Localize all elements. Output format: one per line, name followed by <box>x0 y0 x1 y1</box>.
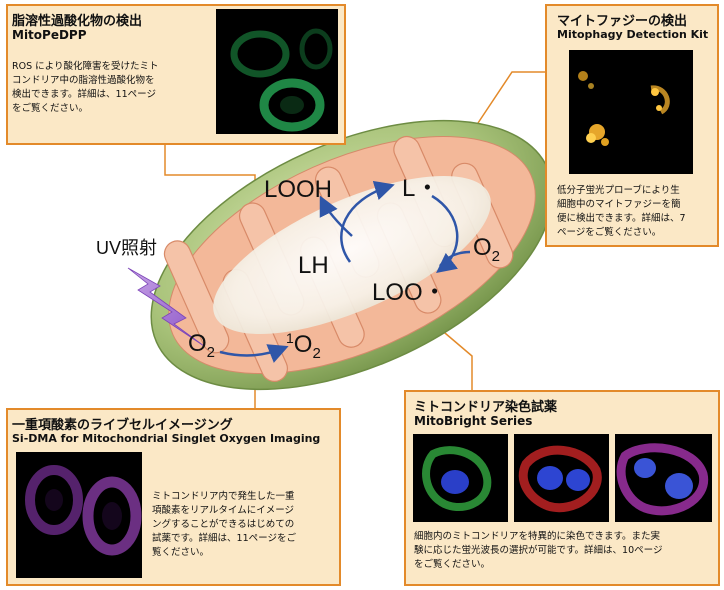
label-l-radical: L・ <box>402 175 440 202</box>
label-loo-radical: LOO・ <box>372 279 447 306</box>
label-looh: LOOH <box>264 176 333 203</box>
mitophagy-subtitle: Mitophagy Detection Kit <box>557 28 709 41</box>
arrow-o2-in <box>439 250 471 267</box>
matrix <box>213 175 491 335</box>
arrow-lh-to-l <box>340 180 395 263</box>
connector-mitophagy <box>477 71 545 124</box>
mitobright-subtitle: MitoBright Series <box>414 414 533 428</box>
lipid-micrograph <box>216 9 338 134</box>
label-o2-left: O2 <box>188 330 216 361</box>
mitobright-title: ミトコンドリア染色試薬 <box>414 400 558 415</box>
connector-mitobright <box>431 321 473 390</box>
uv-lightning-icon <box>127 267 205 347</box>
connector-lipid <box>164 143 256 192</box>
singlet-subtitle: Si-DMA for Mitochondrial Singlet Oxygen … <box>12 432 321 445</box>
label-singlet-oxygen: 1O2 <box>286 330 321 362</box>
singlet-title: 一重項酸素のライブセルイメージング <box>12 418 233 433</box>
label-o2-main: O2 <box>473 234 501 265</box>
lipid-description: ROS により酸化障害を受けたミト コンドリア中の脂溶性過酸化物を 検出できます… <box>12 61 159 114</box>
mitophagy-description: 低分子蛍光プローブにより生 細胞中のマイトファジーを簡 便に検出できます。詳細は… <box>557 185 686 238</box>
mitobright-micrograph-green <box>413 434 508 522</box>
mitophagy-title: マイトファジーの検出 <box>557 14 688 29</box>
label-lh: LH <box>298 252 329 279</box>
arrow-singlet <box>219 344 289 363</box>
mitobright-description: 細胞内のミトコンドリアを特異的に染色できます。また実 験に応じた蛍光波長の選択が… <box>414 531 663 570</box>
arrow-l-to-loo <box>431 194 459 274</box>
lipid-title: 脂溶性過酸化物の検出 <box>12 14 143 29</box>
singlet-micrograph <box>16 452 142 578</box>
lipid-subtitle: MitoPeDPP <box>12 28 87 42</box>
singlet-description: ミトコンドリア内で発生した一重 項酸素をリアルタイムにイメージ ングすることがで… <box>152 491 296 558</box>
mitophagy-micrograph <box>569 50 693 174</box>
arrow-to-looh <box>319 195 353 237</box>
mitobright-micrograph-purple <box>615 434 712 522</box>
uv-label: UV照射 <box>96 238 158 258</box>
mitobright-micrograph-red <box>514 434 609 522</box>
